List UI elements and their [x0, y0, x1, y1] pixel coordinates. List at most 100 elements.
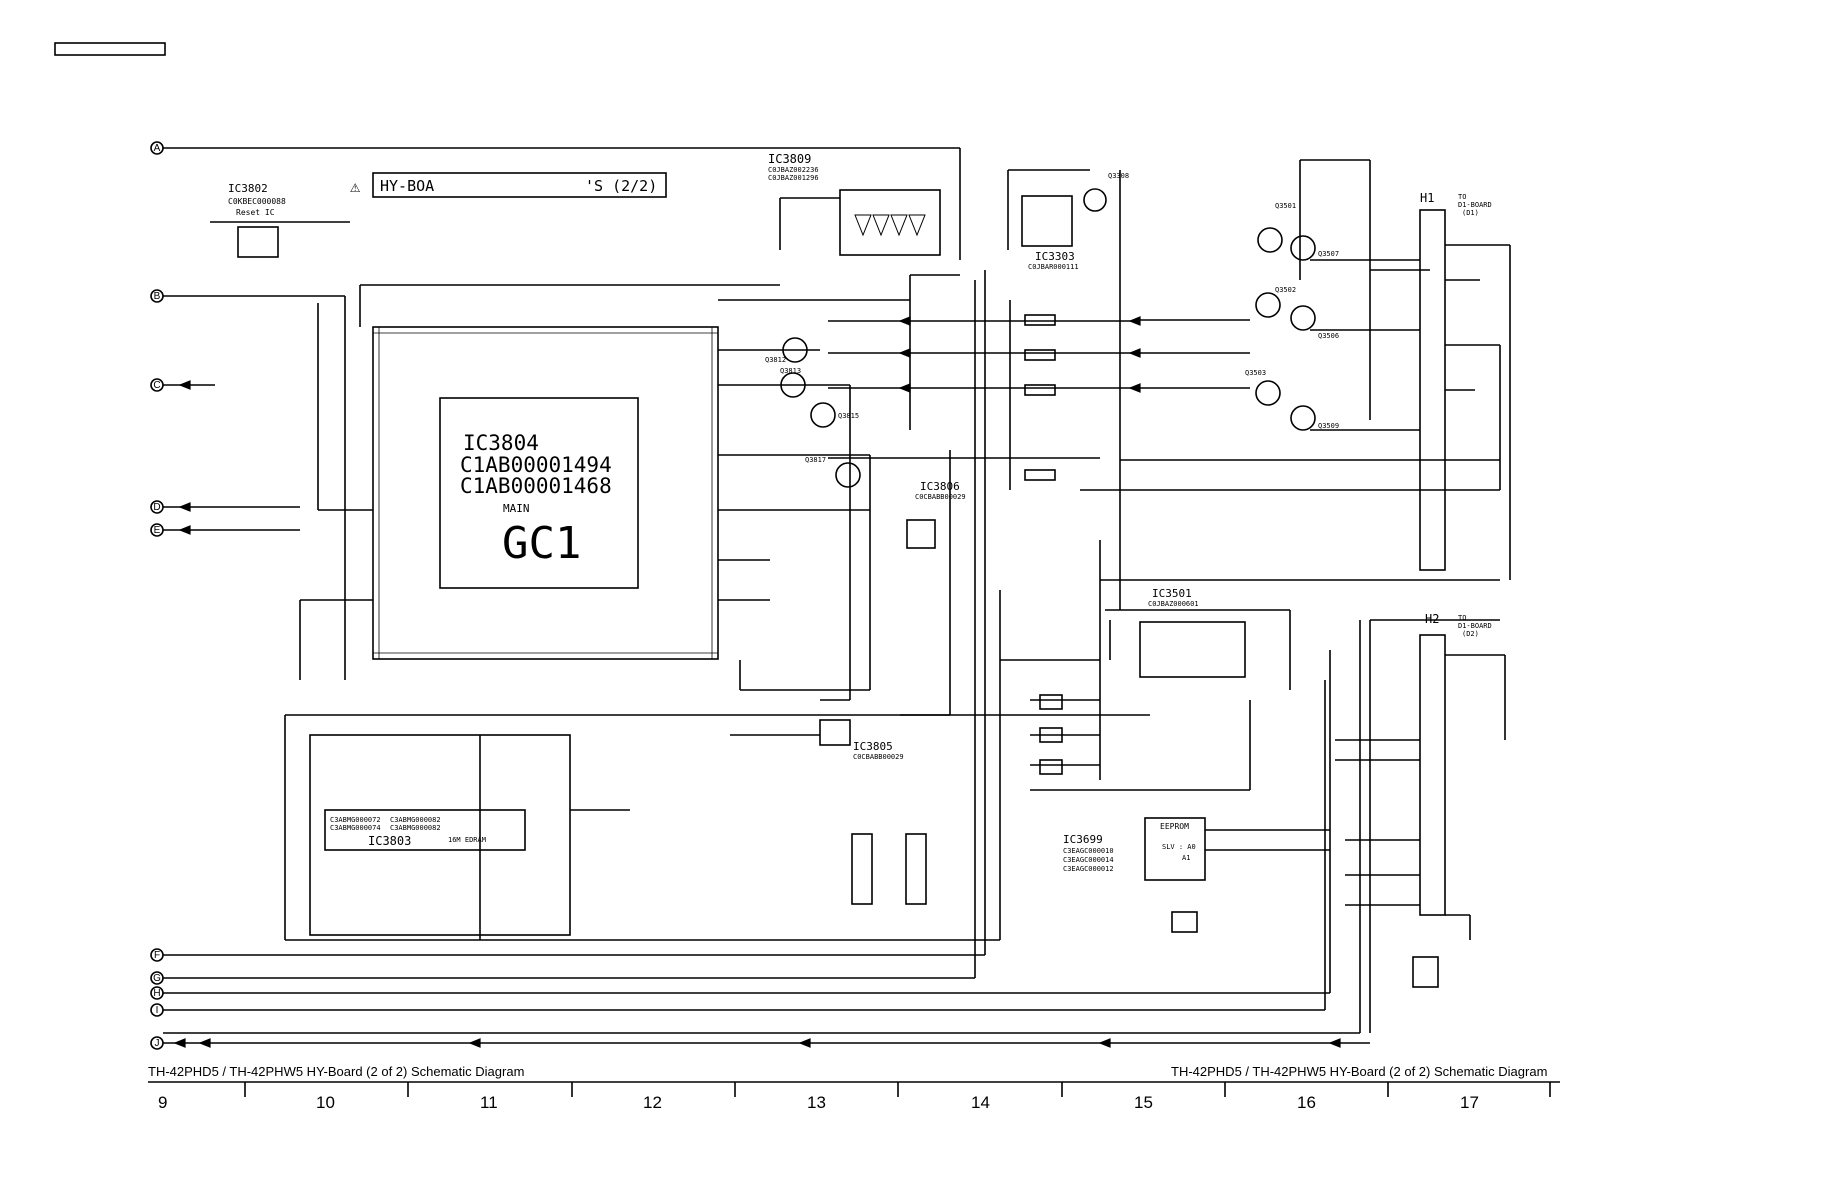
- board-banner-left: HY-BOA: [380, 177, 434, 195]
- footer-column-10: 10: [316, 1093, 335, 1112]
- q3506-label: Q3506: [1318, 332, 1339, 340]
- q3509-symbol: [1290, 405, 1316, 431]
- h2-name: H2: [1425, 612, 1439, 626]
- edge-connector-b: B: [154, 291, 161, 302]
- ic3809-body: [839, 189, 941, 256]
- ic3699-part2: C3EAGC000014: [1063, 856, 1114, 864]
- q3308-label: Q3308: [1108, 172, 1129, 180]
- q3502-label: Q3502: [1275, 286, 1296, 294]
- board-banner-box: [372, 172, 667, 198]
- ic3803-body: [309, 734, 571, 936]
- ic3699-desc: EEPROM: [1160, 822, 1189, 831]
- warning-icon: ⚠: [350, 177, 360, 197]
- q3506-symbol: [1290, 305, 1316, 331]
- ic3803-desc: 16M EDRAM: [448, 836, 486, 844]
- ic3804-name: IC3804: [463, 431, 539, 455]
- edge-connector-d: D: [153, 502, 160, 513]
- h1-name: H1: [1420, 191, 1434, 205]
- ic3501-part: C0JBAZ000601: [1148, 600, 1199, 608]
- h2-dest: D1-BOARD: [1458, 622, 1492, 630]
- edge-connector-c: C: [153, 380, 160, 391]
- ic3805-part: C0CBABB00029: [853, 753, 904, 761]
- ic3804-outline: [372, 326, 719, 660]
- ic3699-pins: SLV : A0: [1162, 843, 1196, 851]
- ic3802-name: IC3802: [228, 182, 268, 195]
- q3502-symbol: [1255, 292, 1281, 318]
- ic3501-name: IC3501: [1152, 587, 1192, 600]
- footer-title-left: TH-42PHD5 / TH-42PHW5 HY-Board (2 of 2) …: [148, 1064, 524, 1079]
- ic3804-code: GC1: [502, 518, 581, 569]
- q3501-label: Q3501: [1275, 202, 1296, 210]
- ic3803-part2: C3ABMG000082: [390, 816, 441, 824]
- edge-connector-markers: [150, 141, 164, 1050]
- ic3699-name: IC3699: [1063, 833, 1103, 846]
- ic3699-body: [1144, 817, 1206, 881]
- ic3805-name: IC3805: [853, 740, 893, 753]
- footer-column-12: 12: [643, 1093, 662, 1112]
- ic3803-name: IC3803: [368, 834, 411, 848]
- ic3804-label-box: [439, 397, 639, 589]
- ic3803-part1: C3ABMG000072: [330, 816, 381, 824]
- q3817-symbol: [835, 462, 861, 488]
- ic3699-pin2: A1: [1182, 854, 1190, 862]
- q3815-symbol: [810, 402, 836, 428]
- q3509-label: Q3509: [1318, 422, 1339, 430]
- ic3806-part: C0CBABB00029: [915, 493, 966, 501]
- q3507-label: Q3507: [1318, 250, 1339, 258]
- q3503-symbol: [1255, 380, 1281, 406]
- q3813-label: Q3813: [780, 367, 801, 375]
- footer-title-right: TH-42PHD5 / TH-42PHW5 HY-Board (2 of 2) …: [1171, 1064, 1547, 1079]
- q3503-label: Q3503: [1245, 369, 1266, 377]
- footer-column-16: 16: [1297, 1093, 1316, 1112]
- ic3806-body: [906, 519, 936, 549]
- board-banner-right: 'S (2/2): [585, 177, 657, 195]
- ic3804-label: MAIN: [503, 502, 530, 515]
- q3813-symbol: [780, 372, 806, 398]
- h1-dest: D1-BOARD: [1458, 201, 1492, 209]
- q3501-symbol: [1257, 227, 1283, 253]
- footer-column-13: 13: [807, 1093, 826, 1112]
- footer-column-14: 14: [971, 1093, 990, 1112]
- h2-sub: (D2): [1462, 630, 1479, 638]
- ic3802-desc: Reset IC: [236, 208, 275, 217]
- footer-column-15: 15: [1134, 1093, 1153, 1112]
- edge-connector-h: H: [153, 988, 160, 999]
- ic3501-body: [1139, 621, 1246, 678]
- ic3803-part3: C3ABMG000074: [330, 824, 381, 832]
- ic3803-part4: C3ABMG000082: [390, 824, 441, 832]
- footer-column-11: 11: [480, 1093, 498, 1112]
- q3815-label: Q3815: [838, 412, 859, 420]
- ic3809-name: IC3809: [768, 152, 811, 166]
- footer-column-17: 17: [1460, 1093, 1479, 1112]
- ic3303-body: [1021, 195, 1073, 247]
- h2-to: TO: [1458, 614, 1466, 622]
- h1-to: TO: [1458, 193, 1466, 201]
- footer-column-9: 9: [158, 1093, 167, 1112]
- edge-connector-e: E: [154, 525, 161, 536]
- page-header-box: [54, 42, 166, 56]
- ic3805-body: [819, 719, 851, 746]
- ic3809-part2: C0JBAZ001296: [768, 174, 819, 182]
- h2-connector-body: [1419, 634, 1446, 916]
- ic3802-body: [237, 226, 279, 258]
- ic3806-name: IC3806: [920, 480, 960, 493]
- h1-connector-body: [1419, 209, 1446, 571]
- ic3303-part: C0JBAR000111: [1028, 263, 1079, 271]
- ic3809-part1: C0JBAZ002236: [768, 166, 819, 174]
- h1-sub: (D1): [1462, 209, 1479, 217]
- ic3804-part1: C1AB00001494: [460, 453, 612, 477]
- ic3804-part2: C1AB00001468: [460, 474, 612, 498]
- edge-connector-j: J: [155, 1038, 160, 1049]
- edge-connector-i: I: [156, 1005, 159, 1016]
- q3812-label: Q3812: [765, 356, 786, 364]
- edge-connector-g: G: [153, 973, 161, 984]
- q3812-symbol: [782, 337, 808, 363]
- ic3802-part: C0KBEC000088: [228, 197, 286, 206]
- edge-connector-a: A: [154, 143, 161, 154]
- q3507-symbol: [1290, 235, 1316, 261]
- ic3303-name: IC3303: [1035, 250, 1075, 263]
- ic3699-part3: C3EAGC000012: [1063, 865, 1114, 873]
- edge-connector-f: F: [154, 950, 160, 961]
- ic3803-chip: [324, 809, 526, 851]
